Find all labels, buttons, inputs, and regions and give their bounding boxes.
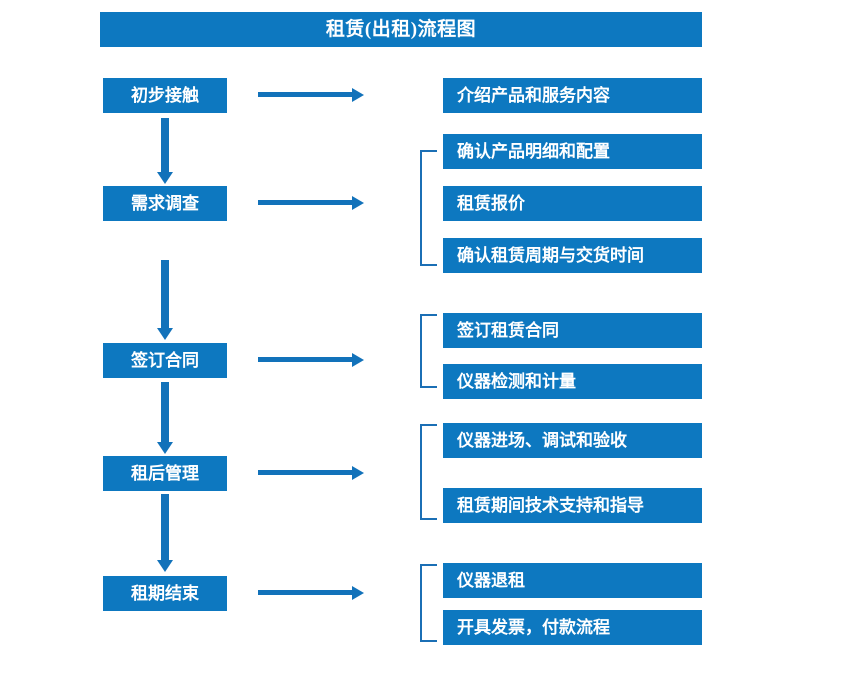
stage-label: 需求调查 xyxy=(131,194,199,213)
group-bracket-sign-contract xyxy=(420,314,437,388)
arrow-head-down-icon xyxy=(157,328,173,340)
detail-box-instrument-return[interactable]: 仪器退租 xyxy=(443,563,702,598)
diagram-title: 租赁(出租)流程图 xyxy=(325,19,477,40)
arrow-stem xyxy=(258,200,354,205)
arrow-head-down-icon xyxy=(157,442,173,454)
stage-box-post-rental-management[interactable]: 租后管理 xyxy=(103,456,227,491)
group-bracket-demand-survey xyxy=(420,150,437,266)
arrow-head-right-icon xyxy=(352,353,364,367)
arrow-stem xyxy=(161,494,169,560)
detail-box-technical-support[interactable]: 租赁期间技术支持和指导 xyxy=(443,488,702,523)
arrow-stem xyxy=(258,470,354,475)
flow-arrow-down-1 xyxy=(157,118,173,184)
detail-label: 确认产品明细和配置 xyxy=(457,142,610,161)
arrow-stem xyxy=(161,260,169,328)
arrow-stem xyxy=(258,590,354,595)
detail-box-instrument-inspection[interactable]: 仪器检测和计量 xyxy=(443,364,702,399)
stage-label: 租后管理 xyxy=(131,464,199,483)
stage-box-rental-end[interactable]: 租期结束 xyxy=(103,576,227,611)
group-bracket-post-rental xyxy=(420,424,437,520)
detail-label: 确认租赁周期与交货时间 xyxy=(457,246,644,265)
detail-label: 仪器退租 xyxy=(457,571,525,590)
flow-arrow-down-3 xyxy=(157,382,173,454)
detail-box-rental-quotation[interactable]: 租赁报价 xyxy=(443,186,702,221)
arrow-stem xyxy=(258,92,354,97)
detail-label: 介绍产品和服务内容 xyxy=(457,86,610,105)
detail-label: 签订租赁合同 xyxy=(457,321,559,340)
stage-label: 签订合同 xyxy=(131,351,199,370)
detail-label: 开具发票，付款流程 xyxy=(457,618,610,637)
arrow-head-down-icon xyxy=(157,560,173,572)
stage-box-demand-survey[interactable]: 需求调查 xyxy=(103,186,227,221)
detail-label: 仪器检测和计量 xyxy=(457,372,576,391)
stage-box-sign-contract[interactable]: 签订合同 xyxy=(103,343,227,378)
arrow-stem xyxy=(161,118,169,172)
detail-box-confirm-product-spec[interactable]: 确认产品明细和配置 xyxy=(443,134,702,169)
flow-arrow-right-4 xyxy=(258,466,364,480)
arrow-head-down-icon xyxy=(157,172,173,184)
arrow-stem xyxy=(161,382,169,442)
arrow-stem xyxy=(258,357,354,362)
flow-arrow-right-5 xyxy=(258,586,364,600)
arrow-head-right-icon xyxy=(352,466,364,480)
detail-box-sign-rental-contract[interactable]: 签订租赁合同 xyxy=(443,313,702,348)
stage-box-initial-contact[interactable]: 初步接触 xyxy=(103,78,227,113)
detail-label: 仪器进场、调试和验收 xyxy=(457,431,627,450)
flow-arrow-right-1 xyxy=(258,88,364,102)
detail-box-introduce-products[interactable]: 介绍产品和服务内容 xyxy=(443,78,702,113)
arrow-head-right-icon xyxy=(352,586,364,600)
flow-arrow-down-2 xyxy=(157,260,173,340)
detail-box-confirm-period-delivery[interactable]: 确认租赁周期与交货时间 xyxy=(443,238,702,273)
flow-arrow-right-3 xyxy=(258,353,364,367)
detail-box-invoice-payment[interactable]: 开具发票，付款流程 xyxy=(443,610,702,645)
detail-label: 租赁期间技术支持和指导 xyxy=(457,496,644,515)
arrow-head-right-icon xyxy=(352,196,364,210)
detail-box-instrument-entry-commissioning[interactable]: 仪器进场、调试和验收 xyxy=(443,423,702,458)
arrow-head-right-icon xyxy=(352,88,364,102)
flow-arrow-right-2 xyxy=(258,196,364,210)
detail-label: 租赁报价 xyxy=(457,194,525,213)
diagram-title-bar: 租赁(出租)流程图 xyxy=(100,12,702,47)
group-bracket-rental-end xyxy=(420,564,437,642)
stage-label: 租期结束 xyxy=(131,584,199,603)
flow-arrow-down-4 xyxy=(157,494,173,572)
stage-label: 初步接触 xyxy=(131,86,199,105)
